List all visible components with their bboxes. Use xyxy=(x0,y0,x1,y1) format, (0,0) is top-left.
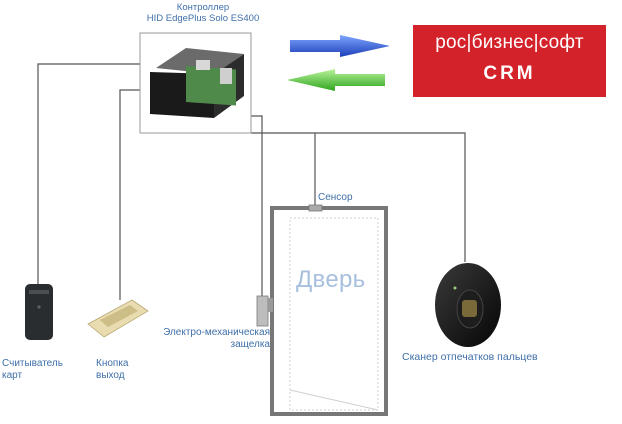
card-reader-label-line2: карт xyxy=(2,369,23,381)
wire-latch xyxy=(251,115,263,297)
door-swing-line xyxy=(289,389,379,411)
door xyxy=(270,206,388,416)
exit-button-label-line2: выход xyxy=(96,369,125,381)
controller-chip xyxy=(196,60,210,70)
controller-title: Контроллер HID EdgePlus Solo ES400 xyxy=(118,2,288,25)
crm-logo: рос|бизнес|софт CRM xyxy=(413,25,606,97)
controller-title-line1: Контроллер xyxy=(176,2,230,13)
crm-logo-product: CRM xyxy=(483,63,536,84)
door-label: Дверь xyxy=(296,266,366,293)
wire-exit-button xyxy=(119,89,140,300)
wire-sensor xyxy=(251,132,316,208)
exit-button-icon xyxy=(87,299,149,338)
arrow-to-crm-icon xyxy=(290,35,390,57)
controller xyxy=(139,32,252,134)
exit-button-label: Кнопка выход xyxy=(96,358,156,381)
wiring xyxy=(37,63,466,300)
arrow-from-crm-icon xyxy=(287,69,385,91)
door-frame xyxy=(270,206,388,416)
card-reader-label-line1: Считыватель xyxy=(2,358,63,369)
exit-button-label-line1: Кнопка xyxy=(96,358,129,369)
controller-title-line2: HID EdgePlus Solo ES400 xyxy=(146,12,260,24)
latch-icon xyxy=(256,295,273,327)
fingerprint-scanner-label: Сканер отпечатков пальцев xyxy=(402,351,538,363)
card-reader-icon xyxy=(25,284,53,340)
crm-logo-brand: рос|бизнес|софт xyxy=(435,32,584,53)
sensor-label: Сенсор xyxy=(318,192,353,203)
wire-scanner xyxy=(315,132,466,262)
wire-card-reader xyxy=(37,63,140,285)
latch-label-line2: защелка xyxy=(230,338,270,350)
door-leaf-outline xyxy=(289,217,379,411)
latch-label: Электро-механическая защелка xyxy=(154,327,270,350)
sensor-icon xyxy=(308,204,323,212)
card-reader-label: Считыватель карт xyxy=(2,358,72,381)
controller-terminal xyxy=(220,68,232,84)
fingerprint-scanner-icon xyxy=(435,263,501,347)
latch-label-line1: Электро-механическая xyxy=(163,327,270,338)
